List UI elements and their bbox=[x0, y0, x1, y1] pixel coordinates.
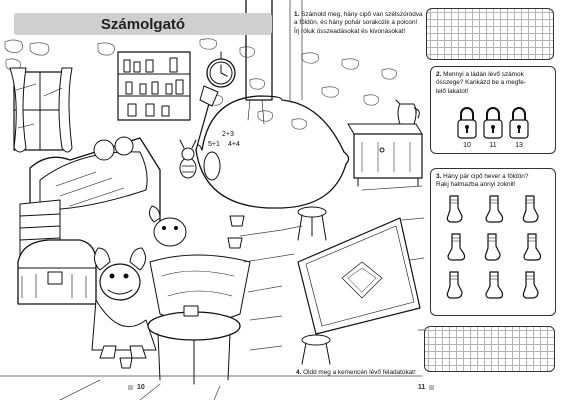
task-1-line-2: a földön, és hány pohár sorakozik a polc… bbox=[294, 19, 418, 27]
task-1-number: 1. bbox=[294, 11, 300, 18]
lock-number-3: 13 bbox=[515, 142, 523, 149]
task-3-text: 3. Hány pár cipő hever a földön? Rakj ha… bbox=[436, 173, 552, 190]
task-1-text: 1. Számold meg, hány cipő van szétszóród… bbox=[294, 11, 434, 36]
bee-character bbox=[179, 139, 197, 179]
cups bbox=[119, 215, 245, 369]
task-3-number: 3. bbox=[436, 173, 442, 180]
lock-number-1: 10 bbox=[463, 142, 471, 149]
right-page-number: 11 bbox=[418, 384, 435, 391]
sock-icon[interactable] bbox=[520, 232, 542, 262]
lock-number-2: 11 bbox=[489, 142, 497, 149]
sock-icon[interactable] bbox=[444, 194, 466, 224]
sock-icon[interactable] bbox=[482, 270, 504, 300]
wall-stones-right bbox=[291, 52, 417, 130]
wall-stones bbox=[4, 38, 273, 122]
left-page-number: 10 bbox=[128, 384, 145, 391]
board-line-1: 2+3 bbox=[222, 131, 234, 138]
right-page: 1. Számold meg, hány cipő van szétszóród… bbox=[282, 0, 561, 400]
task-1-line-3: Írj róluk összeadásokat és kivonásokat! bbox=[294, 27, 406, 35]
task-1-answer-grid[interactable] bbox=[426, 8, 554, 60]
page-marker-square-icon bbox=[128, 385, 133, 390]
task-2-line-1: Mennyi a ládán lévő számok bbox=[443, 71, 524, 78]
table bbox=[147, 305, 241, 385]
room-illustration: 2+3 5+1 4+4 bbox=[0, 0, 282, 400]
shovel bbox=[195, 85, 219, 151]
task-4-answer-grid[interactable] bbox=[424, 326, 555, 372]
task-4-line-1: Oldd meg a kemencén lévő feladatokat! bbox=[303, 369, 416, 376]
sock-icon[interactable] bbox=[444, 232, 466, 262]
stove bbox=[195, 0, 282, 209]
task-2-box bbox=[430, 66, 556, 154]
left-page: 2+3 5+1 4+4 bbox=[0, 0, 282, 400]
window bbox=[9, 67, 73, 153]
dog-under-bed bbox=[148, 205, 187, 247]
floor-boards bbox=[0, 229, 282, 400]
task-2-number: 2. bbox=[436, 71, 442, 78]
page-marker-square-icon bbox=[429, 385, 435, 390]
task-3-line-2: Rakj halmazba annyi zoknit! bbox=[436, 181, 516, 189]
task-1-line-1: Számold meg, hány cipő van szétszóródva bbox=[301, 11, 423, 18]
sock-icon[interactable] bbox=[444, 270, 466, 300]
chest bbox=[17, 239, 97, 305]
sock-icon[interactable] bbox=[482, 232, 504, 262]
stove-right bbox=[282, 0, 350, 209]
floor-boards-right bbox=[282, 185, 425, 377]
task-2-line-3: lelő lakatot! bbox=[436, 87, 469, 95]
padlock-icon[interactable] bbox=[456, 104, 478, 140]
sock-icon[interactable] bbox=[482, 194, 504, 224]
room-illustration-right bbox=[282, 0, 425, 377]
sock-icon[interactable] bbox=[520, 194, 542, 224]
crate-with-jug bbox=[347, 99, 423, 187]
task-4-number: 4. bbox=[296, 369, 302, 376]
carpet bbox=[297, 217, 421, 335]
task-4-text: 4. Oldd meg a kemencén lévő feladatokat! bbox=[296, 369, 436, 377]
sock-icon[interactable] bbox=[520, 270, 542, 300]
padlock-icon[interactable] bbox=[508, 104, 530, 140]
stool bbox=[297, 206, 327, 241]
task-2-line-2: összege? Karikázd be a megfe- bbox=[436, 79, 526, 87]
task-3-line-1: Hány pár cipő hever a földön? bbox=[443, 173, 529, 180]
bed bbox=[19, 136, 161, 257]
left-page-number-text: 10 bbox=[137, 384, 145, 391]
board-line-3: 4+4 bbox=[228, 141, 240, 148]
task-2-text: 2. Mennyi a ládán lévő számok összege? K… bbox=[436, 71, 552, 96]
page-title: Számolgató bbox=[100, 15, 186, 33]
title-banner: Számolgató bbox=[14, 13, 272, 35]
shelf bbox=[117, 51, 191, 121]
board-line-2: 5+1 bbox=[208, 141, 220, 148]
padlock-icon[interactable] bbox=[482, 104, 504, 140]
dog-reading bbox=[91, 247, 157, 359]
clock bbox=[206, 51, 236, 88]
small-stool bbox=[301, 334, 331, 365]
right-page-number-text: 11 bbox=[418, 384, 426, 391]
